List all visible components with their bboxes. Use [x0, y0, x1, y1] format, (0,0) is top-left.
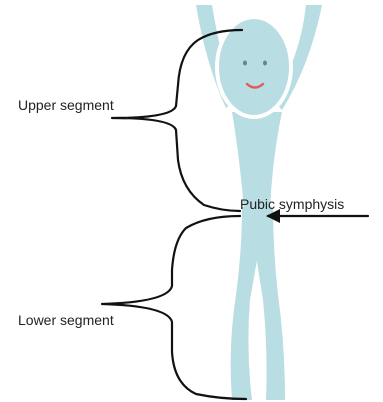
pubic-symphysis-label: Pubic symphysis	[240, 197, 344, 211]
upper-segment-label: Upper segment	[18, 98, 114, 112]
head	[217, 17, 291, 117]
left-eye	[243, 61, 247, 66]
right-leg	[255, 207, 285, 400]
lower-segment-label: Lower segment	[18, 313, 114, 327]
right-eye	[263, 61, 267, 66]
lower-segment-bracket	[102, 216, 246, 399]
